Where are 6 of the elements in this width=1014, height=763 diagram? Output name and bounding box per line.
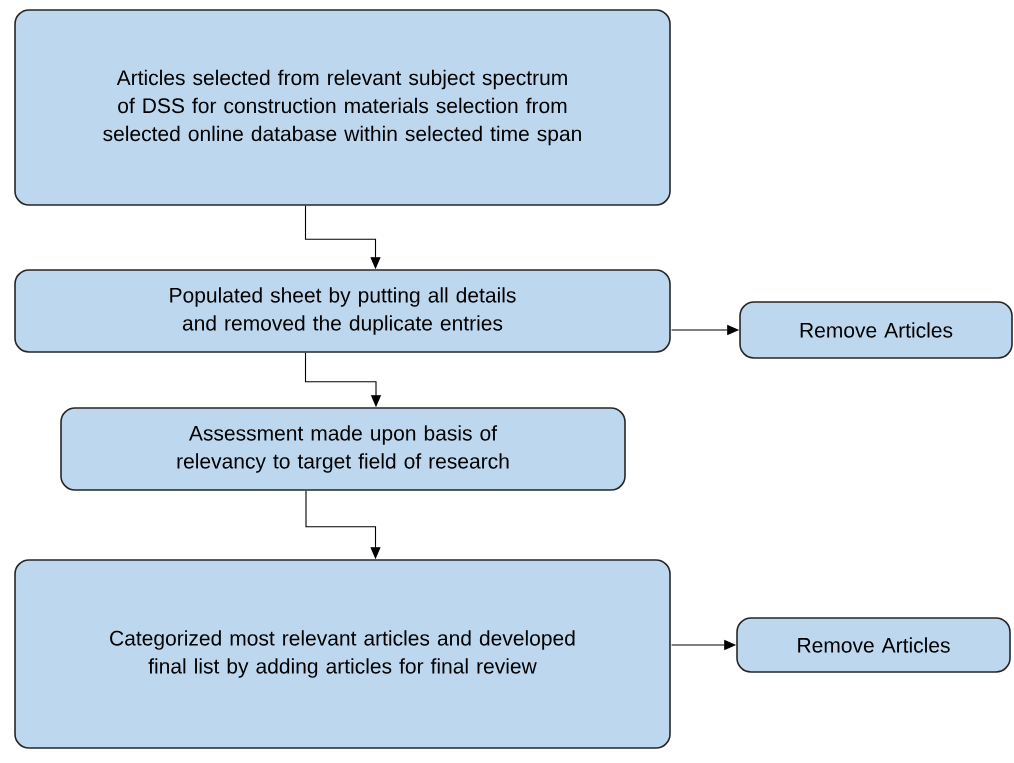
process-box: Categorized most relevant articles and developed final list by adding articles for final review (14, 559, 671, 749)
process-box: Articles selected from relevant subject spectrum of DSS for construction materials selection from selected online database within selected time span (14, 9, 671, 206)
process-box: Remove Articles (739, 301, 1013, 359)
process-box: Remove Articles (736, 617, 1011, 673)
process-box: Assessment made upon basis of relevancy to target field of research (60, 407, 626, 491)
process-box: Populated sheet by putting all details and removed the duplicate entries (14, 269, 671, 353)
